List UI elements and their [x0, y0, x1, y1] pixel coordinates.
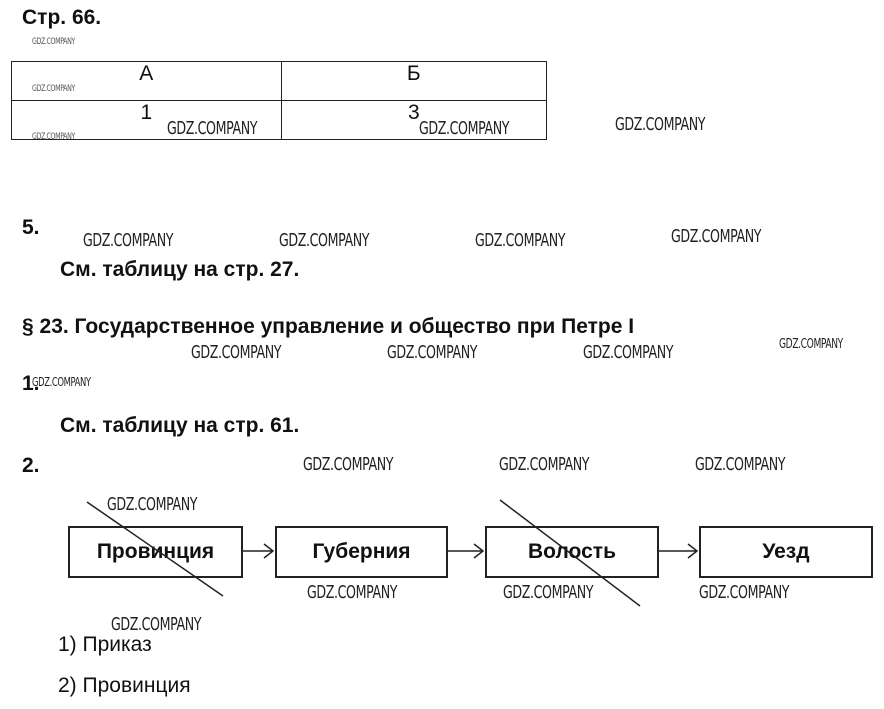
table-cell-b: 3	[280, 100, 548, 140]
arrow-icon	[659, 543, 699, 559]
watermark: GDZ.COMPANY	[32, 375, 91, 389]
chain-box-volost: Волость	[485, 526, 659, 578]
section-title: § 23. Государственное управление и общес…	[22, 315, 635, 338]
arrow-icon	[243, 543, 275, 559]
watermark: GDZ.COMPANY	[107, 494, 198, 515]
question-2-number: 2.	[22, 454, 40, 477]
chain-box-province: Провинция	[68, 526, 243, 578]
watermark: GDZ.COMPANY	[499, 454, 590, 475]
watermark: GDZ.COMPANY	[699, 582, 790, 603]
watermark: GDZ.COMPANY	[191, 342, 282, 363]
watermark: GDZ.COMPANY	[32, 37, 75, 47]
table-header-a: А	[11, 61, 282, 101]
table-cell-a: 1	[11, 100, 282, 140]
watermark: GDZ.COMPANY	[475, 230, 566, 251]
watermark: GDZ.COMPANY	[671, 226, 762, 247]
watermark: GDZ.COMPANY	[279, 230, 370, 251]
watermark: GDZ.COMPANY	[167, 118, 258, 139]
table-header-b: Б	[280, 61, 548, 101]
question-1-number: 1.	[22, 372, 40, 395]
watermark: GDZ.COMPANY	[111, 614, 202, 635]
watermark: GDZ.COMPANY	[307, 582, 398, 603]
chain-box-uezd: Уезд	[699, 526, 873, 578]
watermark: GDZ.COMPANY	[503, 582, 594, 603]
watermark: GDZ.COMPANY	[32, 132, 75, 142]
question-1-answer: См. таблицу на стр. 61.	[60, 414, 300, 437]
answer-2: 2) Провинция	[58, 674, 191, 697]
arrow-icon	[448, 543, 485, 559]
question-5-number: 5.	[22, 216, 40, 239]
watermark: GDZ.COMPANY	[583, 342, 674, 363]
watermark: GDZ.COMPANY	[32, 84, 75, 94]
watermark: GDZ.COMPANY	[303, 454, 394, 475]
question-5-answer: См. таблицу на стр. 27.	[60, 258, 300, 281]
watermark: GDZ.COMPANY	[695, 454, 786, 475]
watermark: GDZ.COMPANY	[615, 114, 706, 135]
chain-box-guberniya: Губерния	[275, 526, 448, 578]
watermark: GDZ.COMPANY	[419, 118, 510, 139]
watermark: GDZ.COMPANY	[387, 342, 478, 363]
answer-1: 1) Приказ	[58, 633, 152, 656]
strike-line	[86, 501, 224, 597]
watermark: GDZ.COMPANY	[779, 337, 843, 352]
strike-line	[499, 499, 641, 607]
page-heading: Стр. 66.	[22, 6, 102, 29]
watermark: GDZ.COMPANY	[83, 230, 174, 251]
